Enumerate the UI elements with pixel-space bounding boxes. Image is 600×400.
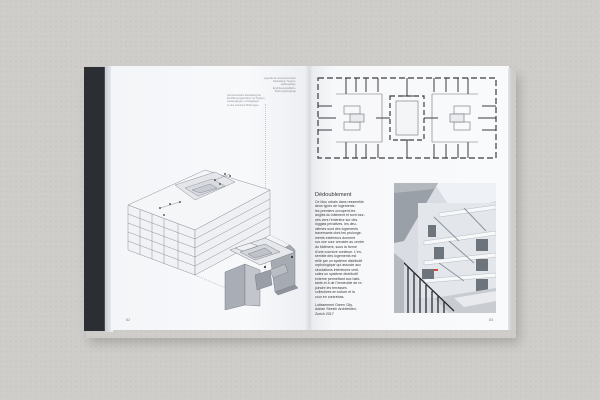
book-gutter — [305, 66, 313, 330]
book-cover-edge — [84, 67, 106, 331]
page-number-right: 83 — [489, 318, 494, 322]
article-text-column: Dédoublement Ce bloc urbain dans ressemb… — [315, 192, 387, 316]
right-page-stack — [508, 68, 512, 330]
courtyard-staircase-photo — [394, 183, 496, 313]
article-body: Ce bloc urbain dans ressemble deux types… — [315, 199, 365, 299]
left-page-stack — [105, 66, 113, 332]
caption-top: Legende der axonometrischen Darstellung:… — [263, 77, 296, 93]
axonometric-drawing — [127, 169, 299, 310]
article-heading: Dédoublement — [315, 192, 352, 198]
floor-plan-drawing — [317, 77, 497, 159]
page-number-left: 82 — [126, 318, 131, 322]
caption-figure: Axonometrische Darstellung der Erschlies… — [227, 94, 265, 107]
project-credit: Lotissement Green City, Adrian Streich A… — [315, 302, 357, 316]
